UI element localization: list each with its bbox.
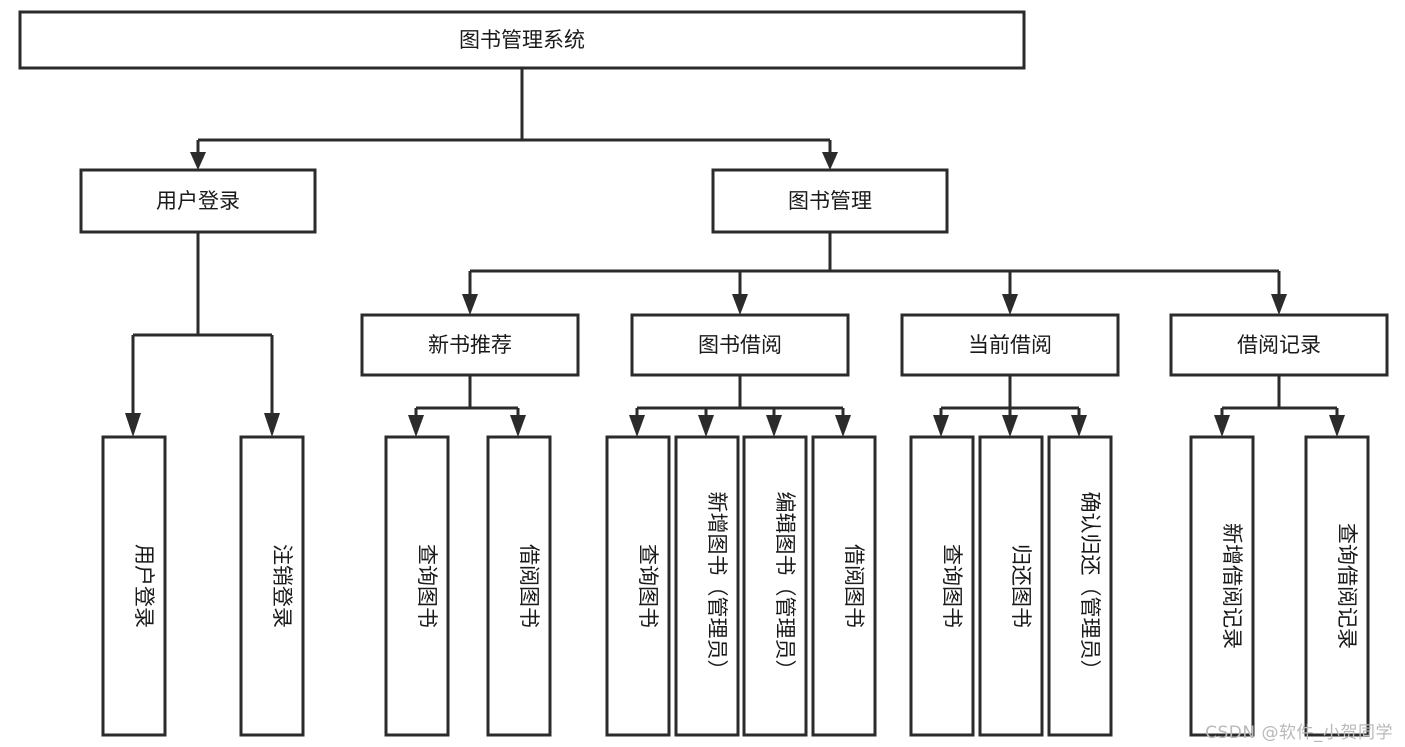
leaf-current-query-label: 查询图书 (940, 544, 964, 628)
leaf-newbook-borrow-box[interactable] (486, 435, 552, 737)
node-root-box[interactable] (18, 10, 1026, 70)
leaf-records-query-label: 查询借阅记录 (1335, 523, 1359, 649)
arrow-head-icon (125, 413, 141, 437)
arrow-head-icon (1071, 415, 1087, 437)
node-current-borrow-label: 当前借阅 (968, 333, 1052, 357)
arrow-head-icon (1002, 415, 1018, 437)
leaf-logout-label: 注销登录 (270, 544, 294, 628)
leaf-node[interactable]: 查询图书 (605, 435, 671, 737)
leaf-borrow-query-box[interactable] (605, 435, 671, 737)
node-current-borrow[interactable]: 当前借阅 (900, 313, 1120, 377)
leaf-current-confirm-box[interactable] (1047, 435, 1113, 737)
node-root-label: 图书管理系统 (459, 28, 585, 52)
node-book-borrow[interactable]: 图书借阅 (630, 313, 850, 377)
node-user-login-label: 用户登录 (156, 189, 240, 213)
node-user-login[interactable]: 用户登录 (79, 168, 317, 234)
node-new-book-recommend-label: 新书推荐 (428, 333, 512, 357)
leaf-borrow-lend-box[interactable] (811, 435, 877, 737)
arrow-head-icon (732, 294, 748, 315)
leaf-node[interactable]: 用户登录 (101, 435, 167, 737)
connector-layer (125, 68, 1345, 437)
leaf-newbook-query-label: 查询图书 (415, 544, 439, 628)
leaf-current-confirm-label: 确认归还（管理员） (1078, 492, 1102, 681)
node-borrow-records-box[interactable] (1169, 313, 1389, 377)
arrow-head-icon (190, 152, 206, 170)
arrow-head-icon (1271, 294, 1287, 315)
leaf-records-add-label: 新增借阅记录 (1220, 523, 1244, 649)
leaf-borrow-add-label: 新增图书（管理员） (705, 492, 729, 681)
leaf-user-login-label: 用户登录 (132, 544, 156, 628)
leaf-borrow-query-label: 查询图书 (636, 544, 660, 628)
node-book-borrow-label: 图书借阅 (698, 333, 782, 357)
leaf-records-query-box[interactable] (1304, 435, 1370, 737)
arrow-head-icon (1214, 415, 1230, 437)
leaf-node[interactable]: 查询图书 (909, 435, 975, 737)
arrow-head-icon (822, 152, 838, 170)
leaf-newbook-borrow-label: 借阅图书 (517, 544, 541, 628)
arrow-head-icon (408, 415, 424, 437)
arrow-head-icon (766, 415, 782, 437)
leaf-node[interactable]: 借阅图书 (486, 435, 552, 737)
arrow-head-icon (462, 294, 478, 315)
arrow-head-icon (629, 415, 645, 437)
node-root-book-management-system[interactable]: 图书管理系统 (18, 10, 1026, 70)
node-book-borrow-box[interactable] (630, 313, 850, 377)
arrow-head-icon (264, 413, 280, 437)
node-book-management-box[interactable] (711, 168, 949, 234)
node-borrow-records-label: 借阅记录 (1237, 333, 1321, 357)
leaf-node[interactable]: 注销登录 (239, 435, 305, 737)
leaf-node[interactable]: 归还图书 (978, 435, 1044, 737)
arrow-head-icon (1329, 415, 1345, 437)
leaf-current-query-box[interactable] (909, 435, 975, 737)
leaf-node[interactable]: 新增借阅记录 (1189, 435, 1255, 737)
node-borrow-records[interactable]: 借阅记录 (1169, 313, 1389, 377)
leaf-logout-box[interactable] (239, 435, 305, 737)
leaf-node[interactable]: 借阅图书 (811, 435, 877, 737)
node-user-login-box[interactable] (79, 168, 317, 234)
node-current-borrow-box[interactable] (900, 313, 1120, 377)
arrow-head-icon (1002, 294, 1018, 315)
leaf-node[interactable]: 确认归还（管理员） (1047, 435, 1113, 737)
leaf-node[interactable]: 编辑图书（管理员） (742, 435, 808, 737)
leaf-newbook-query-box[interactable] (384, 435, 450, 737)
leaf-node[interactable]: 查询图书 (384, 435, 450, 737)
leaf-current-return-label: 归还图书 (1009, 544, 1033, 628)
leaf-borrow-lend-label: 借阅图书 (842, 544, 866, 628)
leaf-borrow-add-box[interactable] (674, 435, 740, 737)
leaf-current-return-box[interactable] (978, 435, 1044, 737)
node-book-management-label: 图书管理 (788, 189, 872, 213)
arrow-head-icon (510, 415, 526, 437)
leaf-user-login-box[interactable] (101, 435, 167, 737)
node-new-book-recommend-box[interactable] (360, 313, 580, 377)
arrow-head-icon (698, 415, 714, 437)
leaf-node[interactable]: 查询借阅记录 (1304, 435, 1370, 737)
leaf-borrow-edit-label: 编辑图书（管理员） (773, 492, 797, 681)
leaf-records-add-box[interactable] (1189, 435, 1255, 737)
node-book-management[interactable]: 图书管理 (711, 168, 949, 234)
arrow-head-icon (835, 415, 851, 437)
arrow-head-icon (933, 415, 949, 437)
node-new-book-recommend[interactable]: 新书推荐 (360, 313, 580, 377)
leaf-node[interactable]: 新增图书（管理员） (674, 435, 740, 737)
leaf-borrow-edit-box[interactable] (742, 435, 808, 737)
